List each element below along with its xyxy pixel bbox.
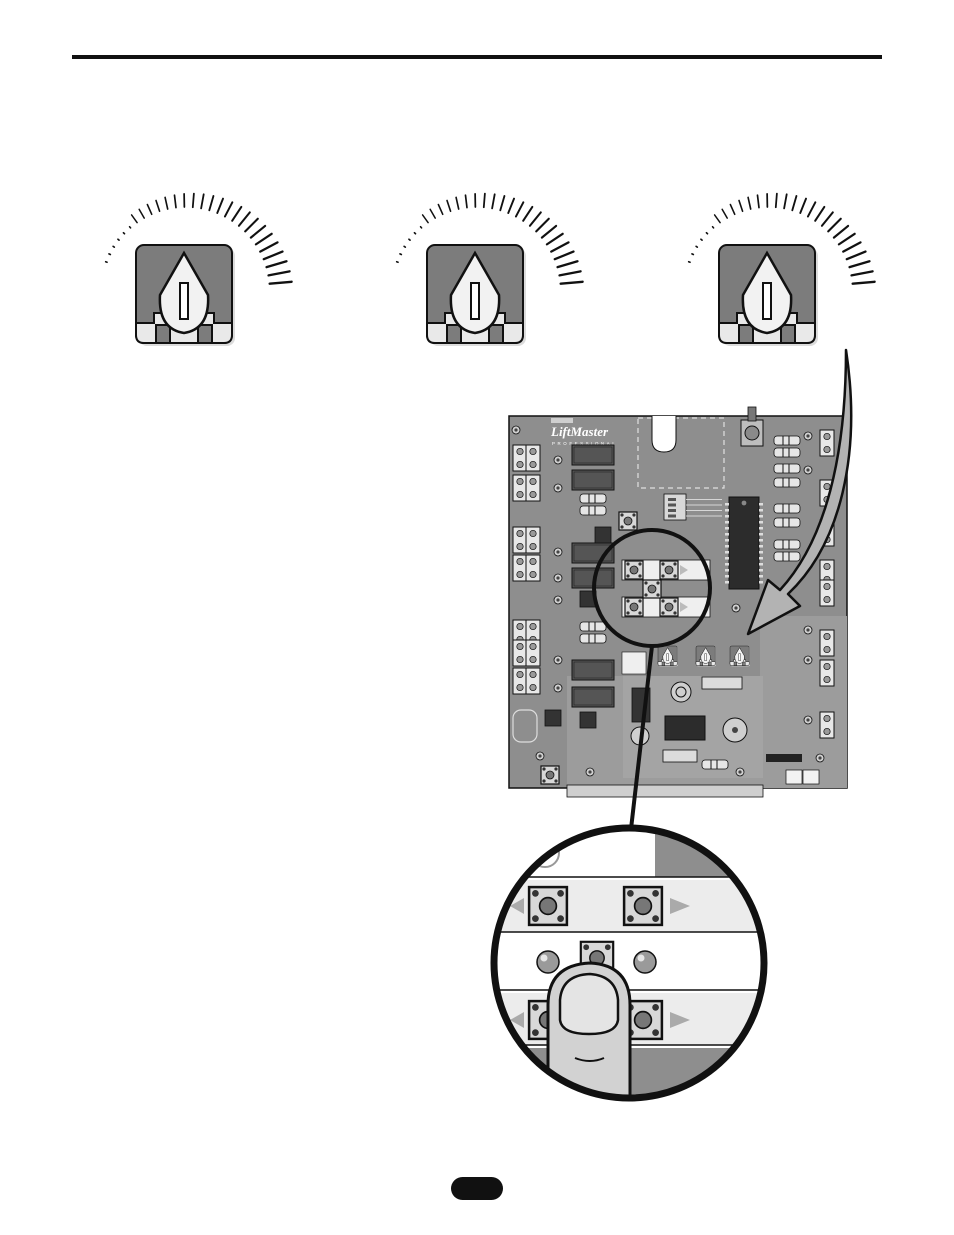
knob-center <box>397 194 583 346</box>
board-mini-knobs <box>658 646 750 666</box>
microcontroller-chip <box>725 497 763 589</box>
zoom-button-top-left[interactable] <box>529 887 567 925</box>
page-number-pill <box>451 1177 503 1200</box>
relay-column <box>572 445 614 707</box>
led-left <box>537 951 559 973</box>
zoom-button-top-right[interactable] <box>624 887 662 925</box>
thumbnail <box>560 974 618 1034</box>
left-terminal-strip <box>513 445 540 694</box>
brand-logo: LiftMaster <box>550 424 609 439</box>
zoom-callout <box>490 825 775 1110</box>
knob-left <box>106 194 292 346</box>
knob-right <box>689 194 875 346</box>
led-right <box>634 951 656 973</box>
